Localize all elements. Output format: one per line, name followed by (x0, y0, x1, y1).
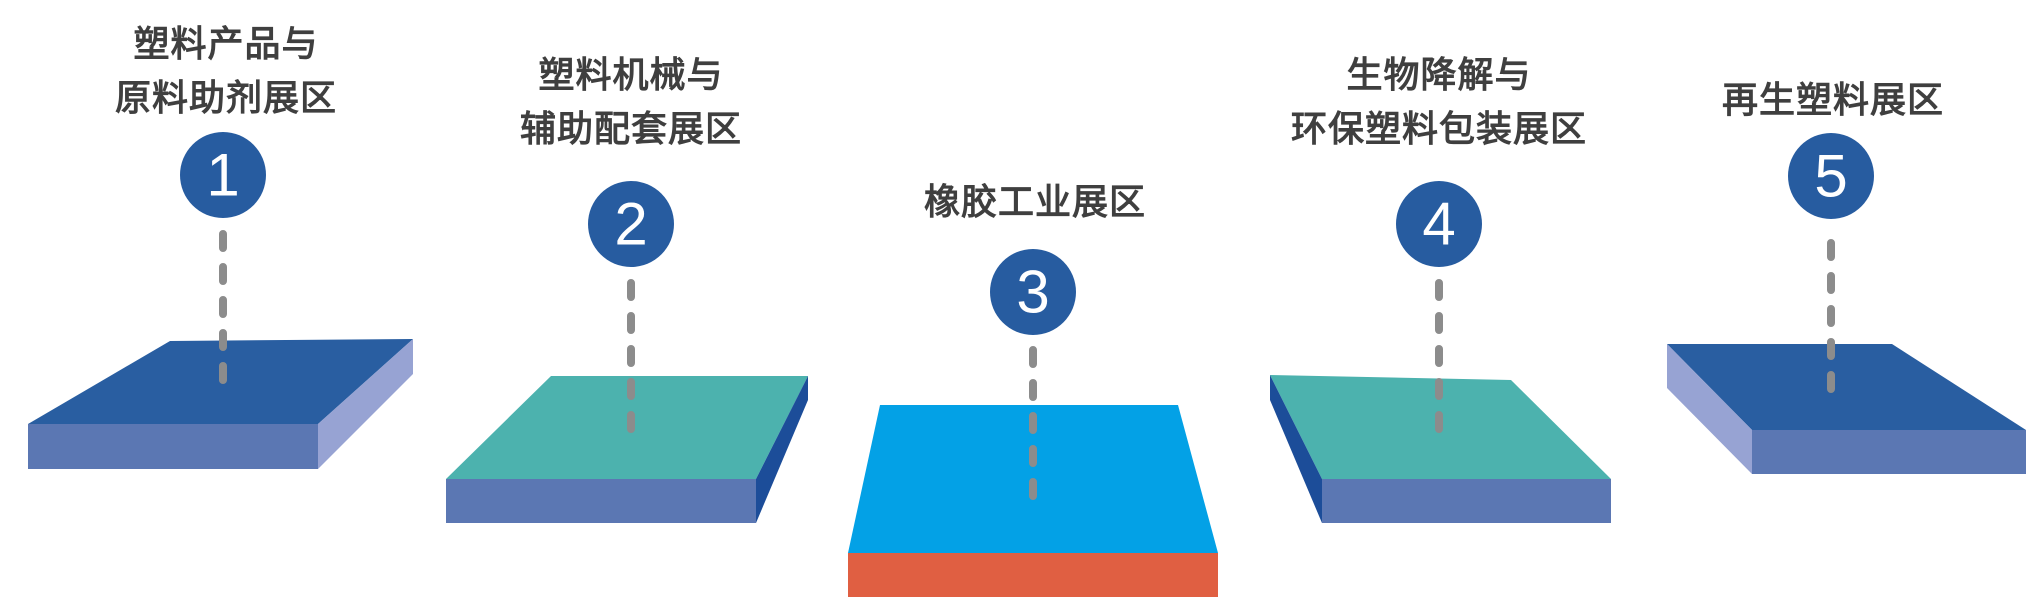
badge-3: 3 (990, 249, 1076, 335)
badge-1-number: 1 (206, 142, 239, 209)
platform-3-front (848, 553, 1218, 597)
zone-3-label-line-1: 橡胶工业展区 (923, 182, 1147, 223)
zone-1-label-line-1: 塑料产品与 (133, 24, 319, 65)
zone-5-label: 再生塑料展区 (1722, 74, 1944, 128)
zone-4-label-line-2: 环保塑料包装展区 (1290, 109, 1588, 150)
zone-4-label-line-1: 生物降解与 (1346, 55, 1532, 96)
zone-3-label: 橡胶工业展区 (924, 176, 1146, 230)
badge-1: 1 (180, 132, 266, 218)
platform-5-side (1667, 344, 1752, 474)
badge-5: 5 (1788, 133, 1874, 219)
zone-2-label: 塑料机械与 辅助配套展区 (520, 49, 742, 157)
badge-2-number: 2 (614, 191, 647, 258)
platform-5-front (1752, 430, 2026, 474)
platform-zone-5 (1667, 344, 2026, 474)
platform-1-side (318, 339, 413, 469)
platform-5-top (1667, 344, 2026, 430)
badge-5-number: 5 (1814, 143, 1847, 210)
badge-2: 2 (588, 181, 674, 267)
zone-5-label-line-1: 再生塑料展区 (1721, 80, 1945, 121)
badge-4: 4 (1396, 181, 1482, 267)
platform-2-side (756, 376, 808, 523)
zone-1-label: 塑料产品与 原料助剂展区 (115, 18, 337, 126)
zone-1-label-line-2: 原料助剂展区 (114, 78, 338, 119)
platform-4-side (1270, 375, 1322, 523)
platform-zone-2 (446, 376, 808, 523)
zone-2-label-line-1: 塑料机械与 (538, 55, 724, 96)
platform-1-front (28, 424, 318, 469)
platform-4-front (1322, 479, 1611, 523)
platform-zone-1 (28, 339, 413, 469)
badge-4-number: 4 (1422, 191, 1455, 258)
badge-3-number: 3 (1016, 259, 1049, 326)
platform-2-front (446, 479, 756, 523)
zone-2-label-line-2: 辅助配套展区 (519, 109, 743, 150)
zone-4-label: 生物降解与 环保塑料包装展区 (1291, 49, 1587, 157)
